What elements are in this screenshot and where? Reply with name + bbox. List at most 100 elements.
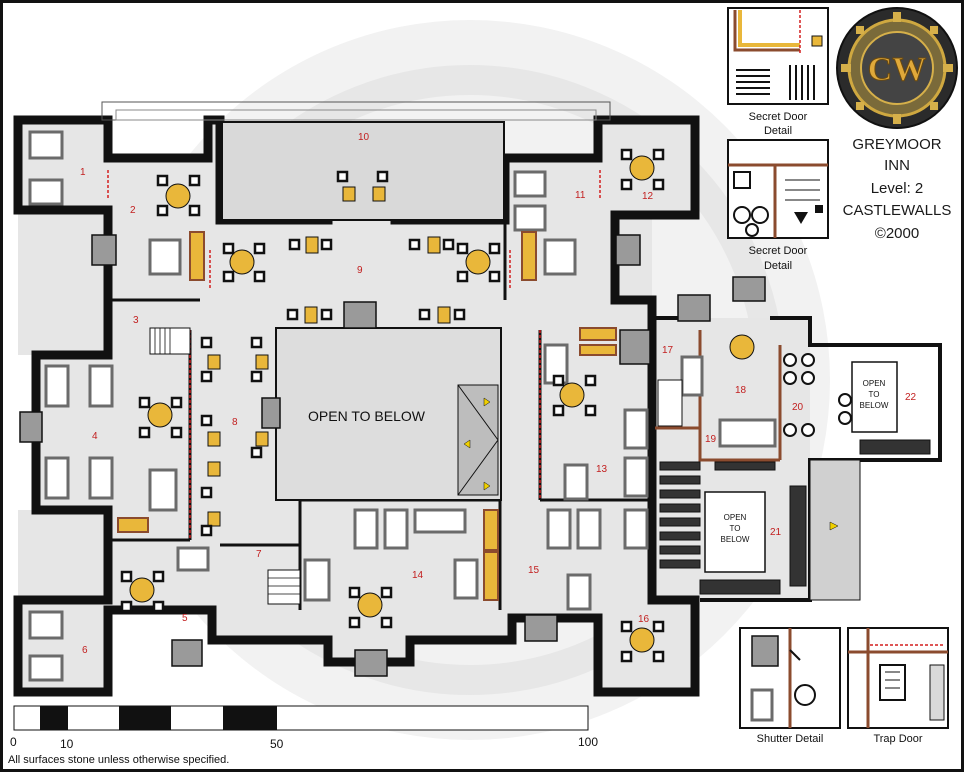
open-to-below-21: [704, 491, 766, 573]
title-line-1: GREYMOOR: [852, 136, 941, 153]
secret-door-detail-2: [727, 139, 829, 239]
round-table-icon: [147, 402, 173, 428]
secret-door-detail-1-caption-b: Detail: [764, 125, 792, 137]
room-number-3: 3: [133, 315, 139, 326]
stair-lines: [154, 328, 300, 595]
scale-ticks: 0 10 50 100: [10, 735, 598, 751]
balcony-inner: [115, 109, 597, 121]
scale-tick-10: 10: [60, 737, 74, 751]
svg-text:OPEN: OPEN: [724, 513, 747, 522]
fireplace-icon: [261, 397, 281, 429]
fireplace-icon: [19, 411, 43, 443]
ramp-diagonals: [457, 384, 499, 496]
room-number-9: 9: [357, 265, 363, 276]
round-table-icon: [357, 592, 383, 618]
stair-ramp: [457, 384, 499, 496]
ramp-arrow-left: [463, 439, 471, 449]
round-table-icon: [129, 577, 155, 603]
fireplace-icon: [732, 276, 766, 302]
secret-door-detail-2-caption: Secret Door: [749, 245, 808, 257]
fireplace-icon: [619, 329, 651, 365]
room-number-10: 10: [358, 132, 370, 143]
ramp-arrow-down: [483, 481, 491, 491]
room-10-gallery: [221, 121, 505, 221]
room-number-17: 17: [662, 345, 674, 356]
svg-text:BELOW: BELOW: [860, 401, 889, 410]
room-number-14: 14: [412, 570, 424, 581]
fireplace-icon: [615, 234, 641, 266]
wooden-fixtures: [117, 231, 617, 601]
map-title-block: GREYMOOR INN Level: 2 CASTLEWALLS ©2000: [843, 136, 952, 242]
room-number-15: 15: [528, 565, 540, 576]
secret-door-detail-1-caption: Secret Door: [749, 111, 808, 123]
round-table-icon: [729, 334, 755, 360]
svg-text:OPEN: OPEN: [863, 379, 886, 388]
title-line-5: ©2000: [875, 225, 919, 242]
trap-door-caption: Trap Door: [873, 733, 922, 745]
svg-text:TO: TO: [869, 390, 880, 399]
scale-tick-0: 0: [10, 735, 17, 749]
room-number-11: 11: [575, 190, 586, 201]
fireplace-icon: [91, 234, 117, 266]
room-number-8: 8: [232, 417, 238, 428]
secret-door-detail-2-caption-b: Detail: [764, 260, 792, 272]
round-table-icon: [629, 627, 655, 653]
east-ramp-arrow: [829, 521, 839, 531]
fireplace-icon: [677, 294, 711, 322]
room-number-1: 1: [80, 167, 86, 178]
scale-tick-100: 100: [578, 735, 598, 749]
open-to-below-21-label: OPEN TO BELOW: [721, 513, 750, 544]
fireplace-icon: [343, 301, 377, 329]
round-table-icon: [559, 382, 585, 408]
room-21-benches: [659, 439, 931, 595]
svg-text:BELOW: BELOW: [721, 535, 750, 544]
round-tables: [129, 155, 755, 653]
shutter-detail: [739, 627, 841, 729]
castlewalls-logo-icon: CW: [836, 7, 958, 129]
room-number-2: 2: [130, 205, 136, 216]
open-to-below-22: [851, 361, 898, 433]
beds: [28, 130, 777, 682]
room-number-12: 12: [642, 191, 654, 202]
room-number-6: 6: [82, 645, 88, 656]
room-number-13: 13: [596, 464, 608, 475]
secret-door-detail-1: [727, 7, 829, 105]
room-number-20: 20: [792, 402, 804, 413]
square-tables: [207, 186, 451, 527]
room-20-barrels: [783, 353, 852, 437]
round-table-icon: [465, 249, 491, 275]
scale-tick-50: 50: [270, 737, 284, 751]
room-number-16: 16: [638, 614, 650, 625]
open-to-below-label: OPEN TO BELOW: [308, 408, 426, 424]
fireplace-icon: [354, 649, 388, 677]
surfaces-note: All surfaces stone unless otherwise spec…: [8, 754, 229, 766]
fireplaces: [19, 234, 766, 677]
room-number-19: 19: [705, 434, 717, 445]
chairs: [120, 148, 665, 663]
room-number-7: 7: [256, 549, 262, 560]
round-table-icon: [629, 155, 655, 181]
open-to-below-22-label: OPEN TO BELOW: [860, 379, 889, 410]
room-number-21: 21: [770, 527, 782, 538]
ramp-arrow-up: [483, 397, 491, 407]
fireplace-icon: [524, 614, 558, 642]
room-number-18: 18: [735, 385, 747, 396]
round-table-icon: [165, 183, 191, 209]
logo-letters: CW: [868, 51, 927, 88]
room-numbers: 1 2 3 4 5 6 7 8 9 10 11 12 13 14 15 16 1…: [80, 132, 917, 656]
room-number-22: 22: [905, 392, 917, 403]
title-line-2: INN: [884, 157, 910, 174]
main-building: [13, 101, 942, 697]
east-ramp: [809, 459, 861, 601]
title-line-4: CASTLEWALLS: [843, 202, 952, 219]
svg-text:TO: TO: [730, 524, 741, 533]
title-line-3: Level: 2: [871, 180, 924, 197]
round-table-icon: [229, 249, 255, 275]
trap-door-detail: [847, 627, 949, 729]
scale-bar: [13, 705, 589, 731]
fireplace-icon: [171, 639, 203, 667]
shutter-detail-caption: Shutter Detail: [757, 733, 824, 745]
room-number-5: 5: [182, 613, 188, 624]
room-number-4: 4: [92, 431, 98, 442]
